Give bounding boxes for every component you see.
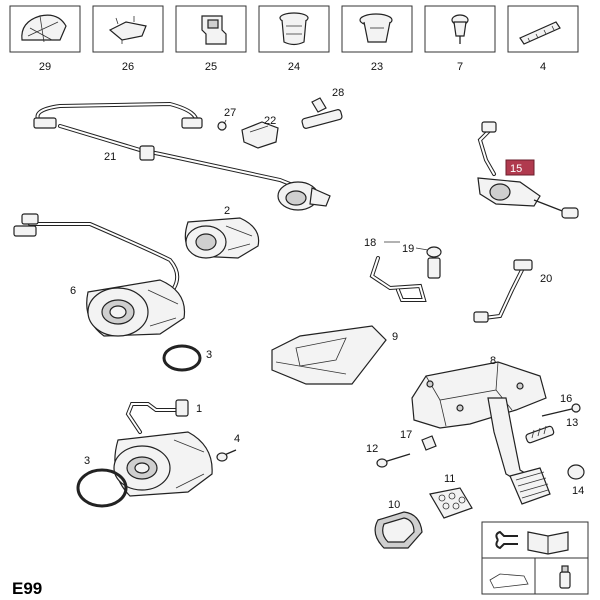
callout-3-upper: 3 xyxy=(206,349,212,361)
top-label-24: 24 xyxy=(288,61,300,73)
pedal-pad-10[interactable] xyxy=(374,511,423,549)
sheet-code: E99 xyxy=(12,579,42,598)
bumper-14[interactable] xyxy=(567,464,585,480)
callout-2: 2 xyxy=(224,205,230,217)
pedal-pad-11[interactable] xyxy=(429,487,473,519)
callout-6: 6 xyxy=(70,285,76,297)
top-part-box-29[interactable] xyxy=(9,5,81,53)
callout-19: 19 xyxy=(402,243,414,255)
callout-16: 16 xyxy=(560,393,572,405)
hydraulic-line-lower[interactable] xyxy=(13,213,180,290)
callout-13: 13 xyxy=(566,417,578,429)
top-label-4: 4 xyxy=(540,61,546,73)
fitting-19[interactable] xyxy=(426,246,442,279)
callout-22: 22 xyxy=(264,115,276,127)
top-part-box-23[interactable] xyxy=(341,5,413,53)
o-ring-3-upper[interactable] xyxy=(162,344,202,372)
connector-28[interactable] xyxy=(301,97,343,129)
top-label-29: 29 xyxy=(39,61,51,73)
callout-8: 8 xyxy=(490,355,496,367)
top-part-box-25[interactable] xyxy=(175,5,247,53)
highlight-box-15 xyxy=(505,159,535,176)
clutch-hose-18[interactable] xyxy=(369,256,427,302)
callout-27: 27 xyxy=(224,107,236,119)
top-part-box-4[interactable] xyxy=(507,5,579,53)
callout-4-lower: 4 xyxy=(234,433,240,445)
callout-15: 15 xyxy=(510,163,522,175)
callout-28: 28 xyxy=(332,87,344,99)
callout-20: 20 xyxy=(540,273,552,285)
book-icon xyxy=(527,531,569,555)
wrench-icon xyxy=(495,530,518,550)
callout-9: 9 xyxy=(392,331,398,343)
bolt-13[interactable] xyxy=(525,425,555,444)
pedal-pad[interactable] xyxy=(509,467,551,505)
top-part-box-24[interactable] xyxy=(258,5,330,53)
slave-cylinder-6[interactable] xyxy=(86,279,186,337)
bolt-16[interactable] xyxy=(541,403,581,417)
top-part-box-7[interactable] xyxy=(424,5,496,53)
clutch-pipe-20[interactable] xyxy=(473,259,533,323)
slave-cylinder-2[interactable] xyxy=(184,217,260,259)
screw-12[interactable] xyxy=(376,453,411,468)
pedal-bracket-8[interactable] xyxy=(411,361,547,429)
bleed-screw-4[interactable] xyxy=(216,449,237,462)
callout-14: 14 xyxy=(572,485,584,497)
top-part-box-26[interactable] xyxy=(92,5,164,53)
callout-18: 18 xyxy=(364,237,376,249)
top-label-26: 26 xyxy=(122,61,134,73)
top-label-7: 7 xyxy=(457,61,463,73)
master-cylinder-15[interactable] xyxy=(477,121,579,219)
callout-11: 11 xyxy=(444,473,455,485)
sealant-bottle-icon xyxy=(559,565,571,589)
slave-cylinder-small[interactable] xyxy=(277,181,331,211)
hydraulic-line-21[interactable] xyxy=(33,101,302,190)
top-label-25: 25 xyxy=(205,61,217,73)
callout-1: 1 xyxy=(196,403,202,415)
top-label-23: 23 xyxy=(371,61,383,73)
o-ring-3-lower[interactable] xyxy=(76,468,128,508)
connector-22[interactable] xyxy=(241,121,279,149)
callout-17: 17 xyxy=(400,429,412,441)
callout-10: 10 xyxy=(388,499,400,511)
rubber-pad-9[interactable] xyxy=(271,325,387,385)
callout-3-lower: 3 xyxy=(84,455,90,467)
callout-12: 12 xyxy=(366,443,378,455)
callout-21: 21 xyxy=(104,151,116,163)
clip-17[interactable] xyxy=(421,435,437,451)
hand-tool-icon xyxy=(489,573,529,589)
concentric-slave-cylinder-1[interactable] xyxy=(113,399,213,497)
